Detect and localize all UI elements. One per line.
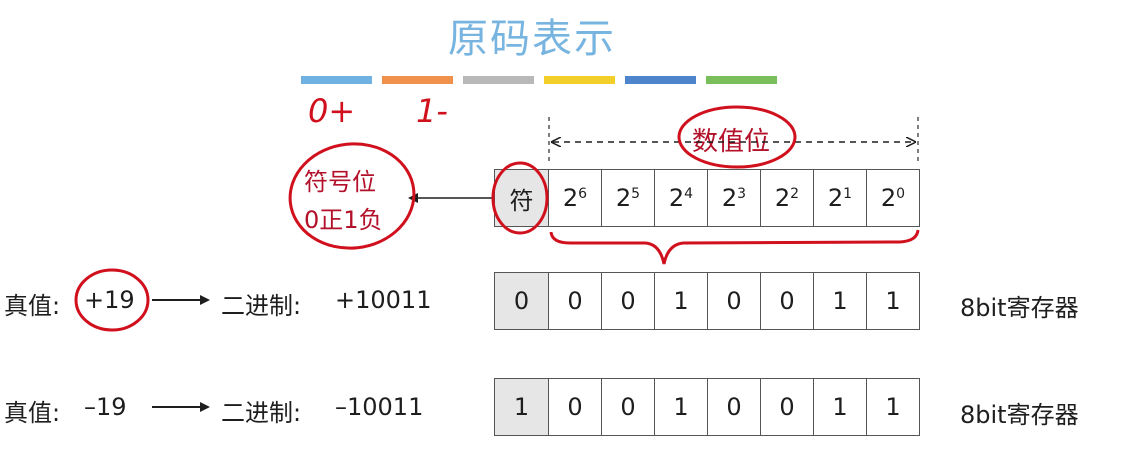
color-bar [301, 76, 777, 84]
value-bits-label: 数值位 [692, 127, 771, 157]
color-bar-segment-blue [301, 76, 372, 84]
bit-cell: 0 [707, 273, 760, 329]
annotation-brace [549, 229, 920, 265]
sign-bit-label: 符号位 [304, 168, 376, 196]
bit-cell: 0 [760, 379, 813, 435]
bit-cell-sign: 1 [495, 379, 548, 435]
binary-value: –10011 [335, 393, 424, 421]
bit-cell: 0 [548, 273, 601, 329]
true-value-label: 真值: [4, 399, 61, 427]
register-row: 0 0 0 1 0 0 1 1 [494, 272, 920, 330]
handwritten-zero-plus: 0+ [308, 92, 356, 130]
color-bar-segment-darkblue [625, 76, 696, 84]
bit-cell: 0 [548, 379, 601, 435]
true-value: –19 [84, 393, 127, 421]
binary-value: +10011 [335, 286, 432, 314]
bit-cell: 1 [866, 273, 919, 329]
sign-cell: 符 [495, 170, 548, 226]
bit-cell: 0 [760, 273, 813, 329]
bit-cell-sign: 0 [495, 273, 548, 329]
binary-label: 二进制: [221, 399, 302, 427]
bit-cell: 0 [707, 379, 760, 435]
bit-cell: 1 [654, 273, 707, 329]
bit-cell: 1 [813, 379, 866, 435]
bit-cell: 0 [601, 379, 654, 435]
page-title: 原码表示 [448, 16, 616, 62]
color-bar-segment-gray [463, 76, 534, 84]
color-bar-segment-yellow [544, 76, 615, 84]
bit-cell: 1 [813, 273, 866, 329]
register-row: 1 0 0 1 0 0 1 1 [494, 378, 920, 436]
color-bar-segment-orange [382, 76, 453, 84]
bit-cell: 1 [866, 379, 919, 435]
handwritten-one-minus: 1- [416, 92, 448, 130]
binary-label: 二进制: [221, 292, 302, 320]
bit-cell: 0 [601, 273, 654, 329]
register-label: 8bit寄存器 [960, 401, 1079, 429]
true-value-label: 真值: [4, 292, 61, 320]
true-value: +19 [84, 286, 135, 314]
sign-bit-rule: 0正1负 [304, 206, 383, 234]
register-label: 8bit寄存器 [960, 294, 1079, 322]
color-bar-segment-green [706, 76, 777, 84]
bit-cell: 1 [654, 379, 707, 435]
